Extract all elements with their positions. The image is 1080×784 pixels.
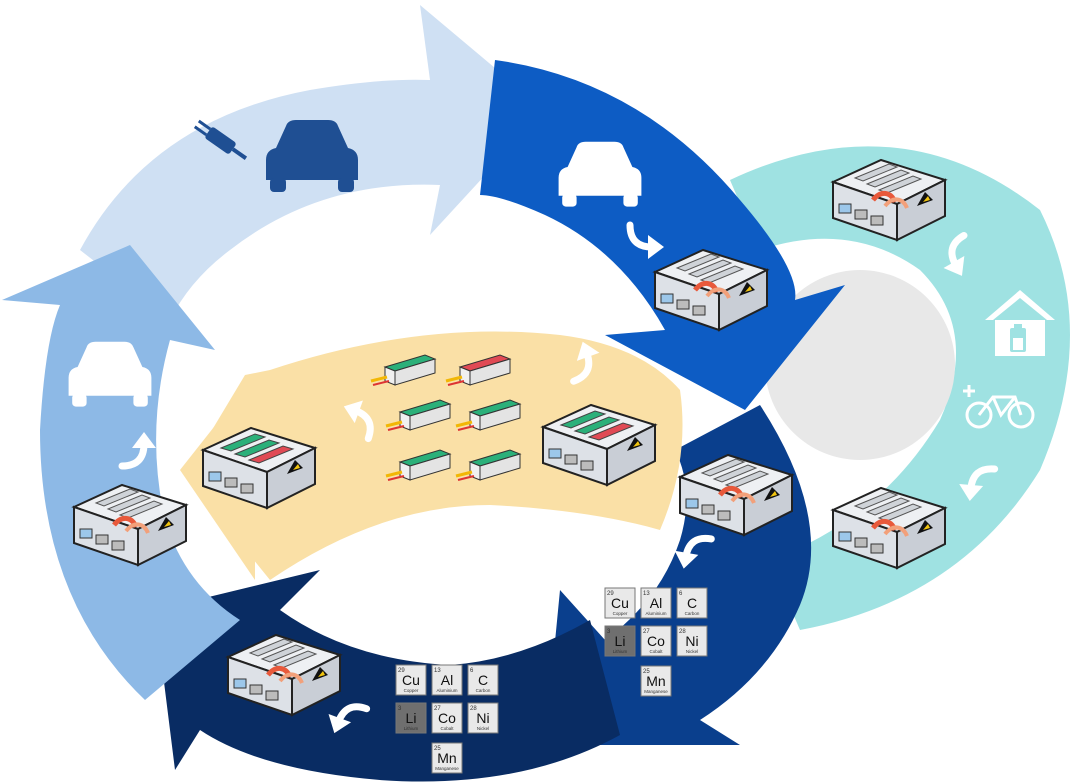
element-name: Manganese <box>435 766 459 771</box>
element-number: 28 <box>679 629 686 635</box>
element-number: 29 <box>607 591 614 597</box>
element-number: 28 <box>470 706 477 712</box>
element-grid-right: 29CuCopper13AlAluminium6CCarbon3LiLithiu… <box>604 587 708 697</box>
element-symbol: C <box>687 595 697 611</box>
element-grid-bottom: 29CuCopper13AlAluminium6CCarbon3LiLithiu… <box>395 664 499 774</box>
second-use-arrow <box>480 60 845 410</box>
element-number: 13 <box>434 668 441 674</box>
element-name: Nickel <box>477 726 489 731</box>
element-number: 6 <box>679 591 683 597</box>
element-symbol: Ni <box>476 710 489 726</box>
element-symbol: Co <box>438 710 456 726</box>
element-symbol: Mn <box>646 673 665 689</box>
element-symbol: Co <box>647 633 665 649</box>
element-symbol: Mn <box>437 750 456 766</box>
element-name: Lithium <box>613 649 628 654</box>
element-symbol: Li <box>615 633 626 649</box>
element-name: Manganese <box>644 689 668 694</box>
element-symbol: Cu <box>611 595 629 611</box>
element-symbol: Al <box>650 595 662 611</box>
element-number: 3 <box>398 706 402 712</box>
plug-icon <box>193 119 248 160</box>
element-name: Copper <box>613 611 628 616</box>
element-name: Aluminium <box>645 611 666 616</box>
element-number: 13 <box>643 591 650 597</box>
element-number: 6 <box>470 668 474 674</box>
element-name: Cobalt <box>440 726 454 731</box>
element-number: 25 <box>434 746 441 752</box>
element-name: Carbon <box>476 688 491 693</box>
house-battery-icon <box>985 290 1055 356</box>
element-number: 27 <box>434 706 441 712</box>
bicycle-icon <box>963 385 1035 429</box>
element-name: Copper <box>404 688 419 693</box>
recycling-arrow-bottom <box>155 570 620 782</box>
element-name: Lithium <box>404 726 419 731</box>
element-symbol: Ni <box>685 633 698 649</box>
element-number: 27 <box>643 629 650 635</box>
element-number: 3 <box>607 629 611 635</box>
element-symbol: Al <box>441 672 453 688</box>
element-number: 25 <box>643 669 650 675</box>
element-symbol: C <box>478 672 488 688</box>
element-symbol: Li <box>406 710 417 726</box>
element-number: 29 <box>398 668 405 674</box>
element-symbol: Cu <box>402 672 420 688</box>
element-name: Carbon <box>685 611 700 616</box>
element-name: Nickel <box>686 649 698 654</box>
reuse-arrow-left <box>2 245 240 700</box>
element-name: Cobalt <box>649 649 663 654</box>
element-name: Aluminium <box>436 688 457 693</box>
